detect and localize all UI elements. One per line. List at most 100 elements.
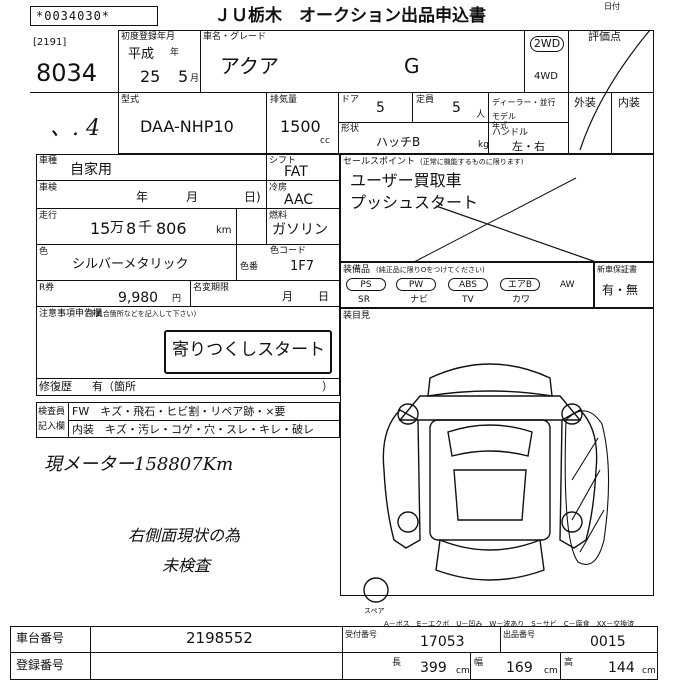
handle-kg: kg (478, 140, 489, 150)
usage-label: 車種 (39, 156, 58, 166)
mileage-rest: 806 (156, 219, 187, 238)
name-change-day: 日 (318, 290, 329, 303)
warranty-label: 新車保証書 (597, 265, 637, 274)
handwritten-note-2: 未検査 (162, 556, 211, 575)
cooling-label: 冷房 (269, 183, 288, 193)
spare-label: スペア (364, 607, 385, 615)
mileage-sen: 8 (126, 219, 137, 238)
reg-month: 5 (178, 67, 189, 86)
extra-label: 装目見 (343, 311, 371, 321)
interior-label: 内装 (618, 96, 640, 109)
length-unit: cm (456, 666, 470, 676)
extra-frame (340, 308, 654, 596)
equip-tv: TV (462, 295, 474, 305)
displacement-value: 1500 (280, 117, 321, 136)
handwritten-meter: 現メーター158807Km (44, 454, 234, 475)
chassis-value: 2198552 (186, 629, 253, 647)
handle-options: 左・右 (512, 140, 545, 153)
notes-sublabel: (不具合箇所などを記入して下さい) (86, 310, 197, 318)
usage-value: 自家用 (70, 162, 112, 178)
handwritten-mark: 、. 4 (50, 116, 100, 141)
displacement-unit: cc (320, 136, 330, 146)
equipment-frame (340, 262, 594, 308)
color-divider (236, 244, 237, 280)
width-unit: cm (544, 666, 558, 676)
equip-abs: ABS (448, 278, 488, 291)
width-value: 169 (506, 660, 533, 676)
points-label: 評価点 (588, 30, 621, 43)
model-grade: G (404, 54, 420, 78)
fuel-value: ガソリン (272, 222, 328, 238)
receipt-value: 17053 (420, 634, 465, 650)
repair-label: 修復歴 (39, 380, 72, 393)
col-line-reg (200, 30, 201, 92)
tax-label: R券 (39, 283, 55, 293)
inspection-year: 年 (136, 190, 149, 204)
color-no-label: 色番 (240, 262, 259, 272)
left-divider (30, 92, 118, 93)
shift-label: シフト (269, 156, 297, 166)
tax-unit: 円 (172, 294, 182, 304)
stamp-text: 寄りつくしスタート (172, 340, 326, 360)
mileage-man-unit: 万 (110, 220, 124, 236)
length-value: 399 (420, 660, 447, 676)
inspection-month: 月 (186, 190, 199, 204)
shape-value: ハッチB (376, 135, 421, 149)
width-label: 幅 (474, 658, 484, 668)
points-mid-line (611, 92, 612, 154)
footer-col-l (470, 652, 471, 680)
info-row-2 (36, 208, 340, 209)
document-number: *0034030* (36, 9, 111, 23)
col-line-door (412, 92, 413, 122)
repair-value: 有（箇所 (92, 380, 136, 393)
equipment-label: 装備品 (343, 265, 371, 275)
exterior-label: 外装 (574, 96, 596, 109)
receipt-label: 受付番号 (345, 630, 377, 639)
type-label: 型式 (121, 95, 140, 105)
repair-close: ） (322, 380, 333, 393)
col-line-drive (524, 30, 525, 92)
form-title: ＪＵ栃木 オークション出品申込書 (214, 6, 486, 26)
length-label: 長 (392, 658, 402, 668)
capacity-value: 5 (452, 100, 461, 116)
lot-number: 8034 (36, 59, 98, 87)
capacity-unit: 人 (476, 110, 486, 120)
footer-col-1 (90, 626, 91, 680)
capacity-label: 定員 (416, 95, 435, 105)
shift-value: FAT (284, 164, 308, 180)
color-code-label: 色コード (270, 246, 307, 256)
exhibit-label: 出品番号 (503, 630, 535, 639)
info-row-4 (36, 280, 340, 281)
defects-row-2: 内装 キズ・汚レ・コゲ・穴・スレ・キレ・破レ (72, 423, 314, 436)
model-year-label: モデル年式 (492, 112, 516, 130)
inspection-label: 車検 (39, 183, 58, 193)
chassis-label: 車台番号 (16, 631, 65, 645)
shape-label: 形状 (341, 124, 360, 134)
km-divider (236, 208, 237, 244)
defects-row-1: FW キズ・飛石・ヒビ割・リペア跡・×要 (72, 405, 286, 418)
info-mid-line (266, 154, 267, 244)
footer-col-2 (342, 626, 343, 680)
sales-point-line-2: プッシュスタート (350, 193, 479, 212)
entry-id: [2191] (33, 37, 67, 48)
inspector-label-1: 検査員 (38, 407, 66, 417)
mileage-man: 15 (90, 219, 111, 238)
footer-col-3 (500, 626, 501, 652)
model-label: 車名・グレード (203, 32, 267, 42)
handle-label: ハンドル (492, 128, 529, 138)
name-change-month: 月 (282, 290, 293, 303)
footer-frame (10, 626, 658, 680)
mileage-sen-unit: 千 (138, 220, 152, 236)
warranty-value: 有・無 (602, 283, 639, 297)
drive-4wd: 4WD (534, 71, 558, 82)
doors-value: 5 (376, 100, 385, 116)
drive-2wd-circled: 2WD (530, 36, 564, 52)
dealer-label: ディーラー・並行 (492, 98, 556, 107)
height-unit: cm (642, 666, 656, 676)
color-label: 色 (39, 247, 49, 257)
exhibit-value: 0015 (590, 634, 626, 650)
cooling-value: AAC (284, 192, 314, 208)
reg-era: 平成 (128, 47, 155, 62)
fuel-label: 燃料 (269, 211, 288, 221)
height-label: 高 (564, 658, 574, 668)
